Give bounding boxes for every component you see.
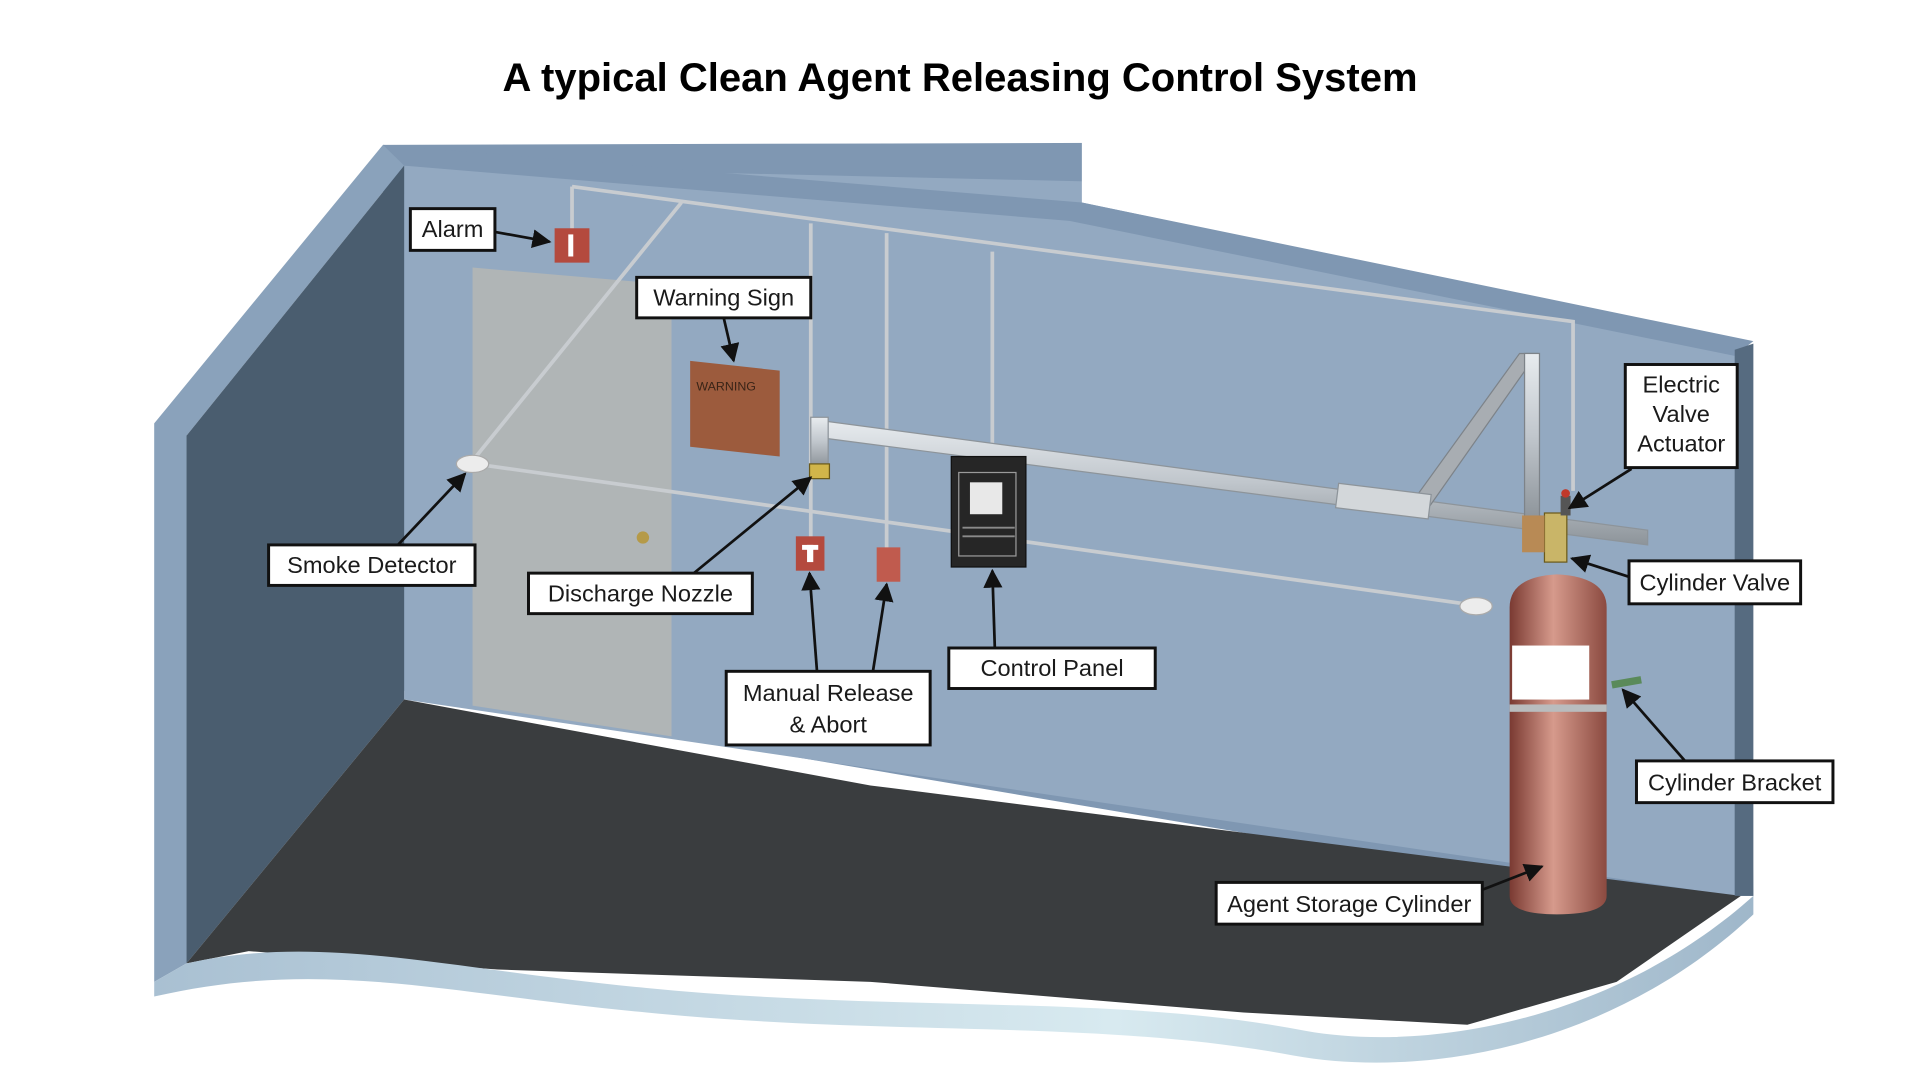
label-agent-storage-cylinder: Agent Storage Cylinder	[1214, 880, 1484, 926]
label-control-panel: Control Panel	[947, 646, 1157, 690]
callout-arrows	[396, 229, 1687, 892]
discharge-nozzle-fitting	[808, 463, 831, 480]
arrow-discharge-nozzle	[693, 476, 813, 575]
left-wall-edge	[154, 144, 405, 982]
label-smoke-detector: Smoke Detector	[267, 543, 477, 587]
label-cylinder-valve: Cylinder Valve	[1627, 559, 1803, 606]
wire-smoke-diag	[468, 201, 683, 466]
arrow-cylinder-valve	[1569, 554, 1630, 579]
door	[472, 267, 672, 737]
devices: WARNING	[455, 228, 1642, 915]
arrow-abort	[871, 582, 894, 672]
label-warning-sign: Warning Sign	[635, 275, 813, 320]
wall-cutout	[1081, 135, 1754, 344]
label-discharge-nozzle-text: Discharge Nozzle	[548, 581, 733, 607]
callout-labels: Alarm Warning Sign Smoke Detector Discha…	[267, 207, 1835, 926]
abort-station	[876, 547, 901, 582]
arrow-control-panel	[983, 568, 1003, 649]
label-cylinder-bracket-text: Cylinder Bracket	[1648, 770, 1822, 796]
agent-storage-cylinder-device	[1509, 489, 1642, 915]
floor	[186, 699, 1741, 1025]
door-knob	[636, 531, 650, 544]
right-wall-edge	[1734, 343, 1754, 896]
label-cylinder-valve-text: Cylinder Valve	[1640, 569, 1791, 595]
label-cylinder-bracket: Cylinder Bracket	[1634, 759, 1835, 805]
control-panel-device	[950, 455, 1027, 568]
label-alarm: Alarm	[408, 207, 497, 252]
wire-top	[571, 184, 1575, 491]
label-electric-valve-actuator: Electric Valve Actuator	[1623, 363, 1739, 470]
manual-release-station	[795, 536, 825, 571]
label-warning-sign-text: Warning Sign	[653, 285, 794, 311]
arrow-alarm	[494, 229, 552, 249]
arrow-electric-valve-actuator	[1567, 467, 1633, 510]
riser-vertical	[1523, 352, 1541, 520]
label-discharge-nozzle: Discharge Nozzle	[527, 571, 754, 616]
alarm-device	[554, 228, 590, 263]
label-manual-release-text-line2: & Abort	[789, 712, 867, 738]
label-agent-storage-cylinder-text: Agent Storage Cylinder	[1227, 891, 1471, 917]
floor-base-edge	[154, 895, 1754, 1063]
discharge-piping	[808, 352, 1649, 546]
diagram-title: A typical Clean Agent Releasing Control …	[502, 56, 1418, 100]
label-electric-valve-actuator-line1: Electric	[1643, 372, 1721, 398]
pipe-coupling	[1334, 482, 1432, 520]
warning-sign-text: WARNING	[696, 379, 756, 393]
arrow-smoke-detector	[396, 472, 467, 546]
label-electric-valve-actuator-line2: Valve	[1653, 401, 1710, 427]
label-control-panel-text: Control Panel	[980, 655, 1123, 681]
warning-sign-device: WARNING	[690, 360, 780, 457]
nozzle-drop-pipe	[810, 416, 829, 467]
label-electric-valve-actuator-line3: Actuator	[1637, 431, 1725, 457]
arrow-warning-sign	[720, 317, 740, 363]
smoke-detector-device	[455, 454, 490, 474]
arrow-manual-release	[801, 571, 821, 672]
label-smoke-detector-text: Smoke Detector	[287, 552, 457, 578]
label-alarm-text: Alarm	[422, 216, 484, 242]
arrow-agent-storage-cylinder	[1481, 863, 1544, 892]
smoke-detector-device-2	[1459, 597, 1493, 616]
back-wall-top-edge	[383, 144, 1754, 356]
arrow-cylinder-bracket	[1621, 688, 1687, 762]
label-manual-release-text-line1: Manual Release	[743, 680, 914, 706]
label-manual-release-abort: Manual Release & Abort	[724, 669, 932, 747]
